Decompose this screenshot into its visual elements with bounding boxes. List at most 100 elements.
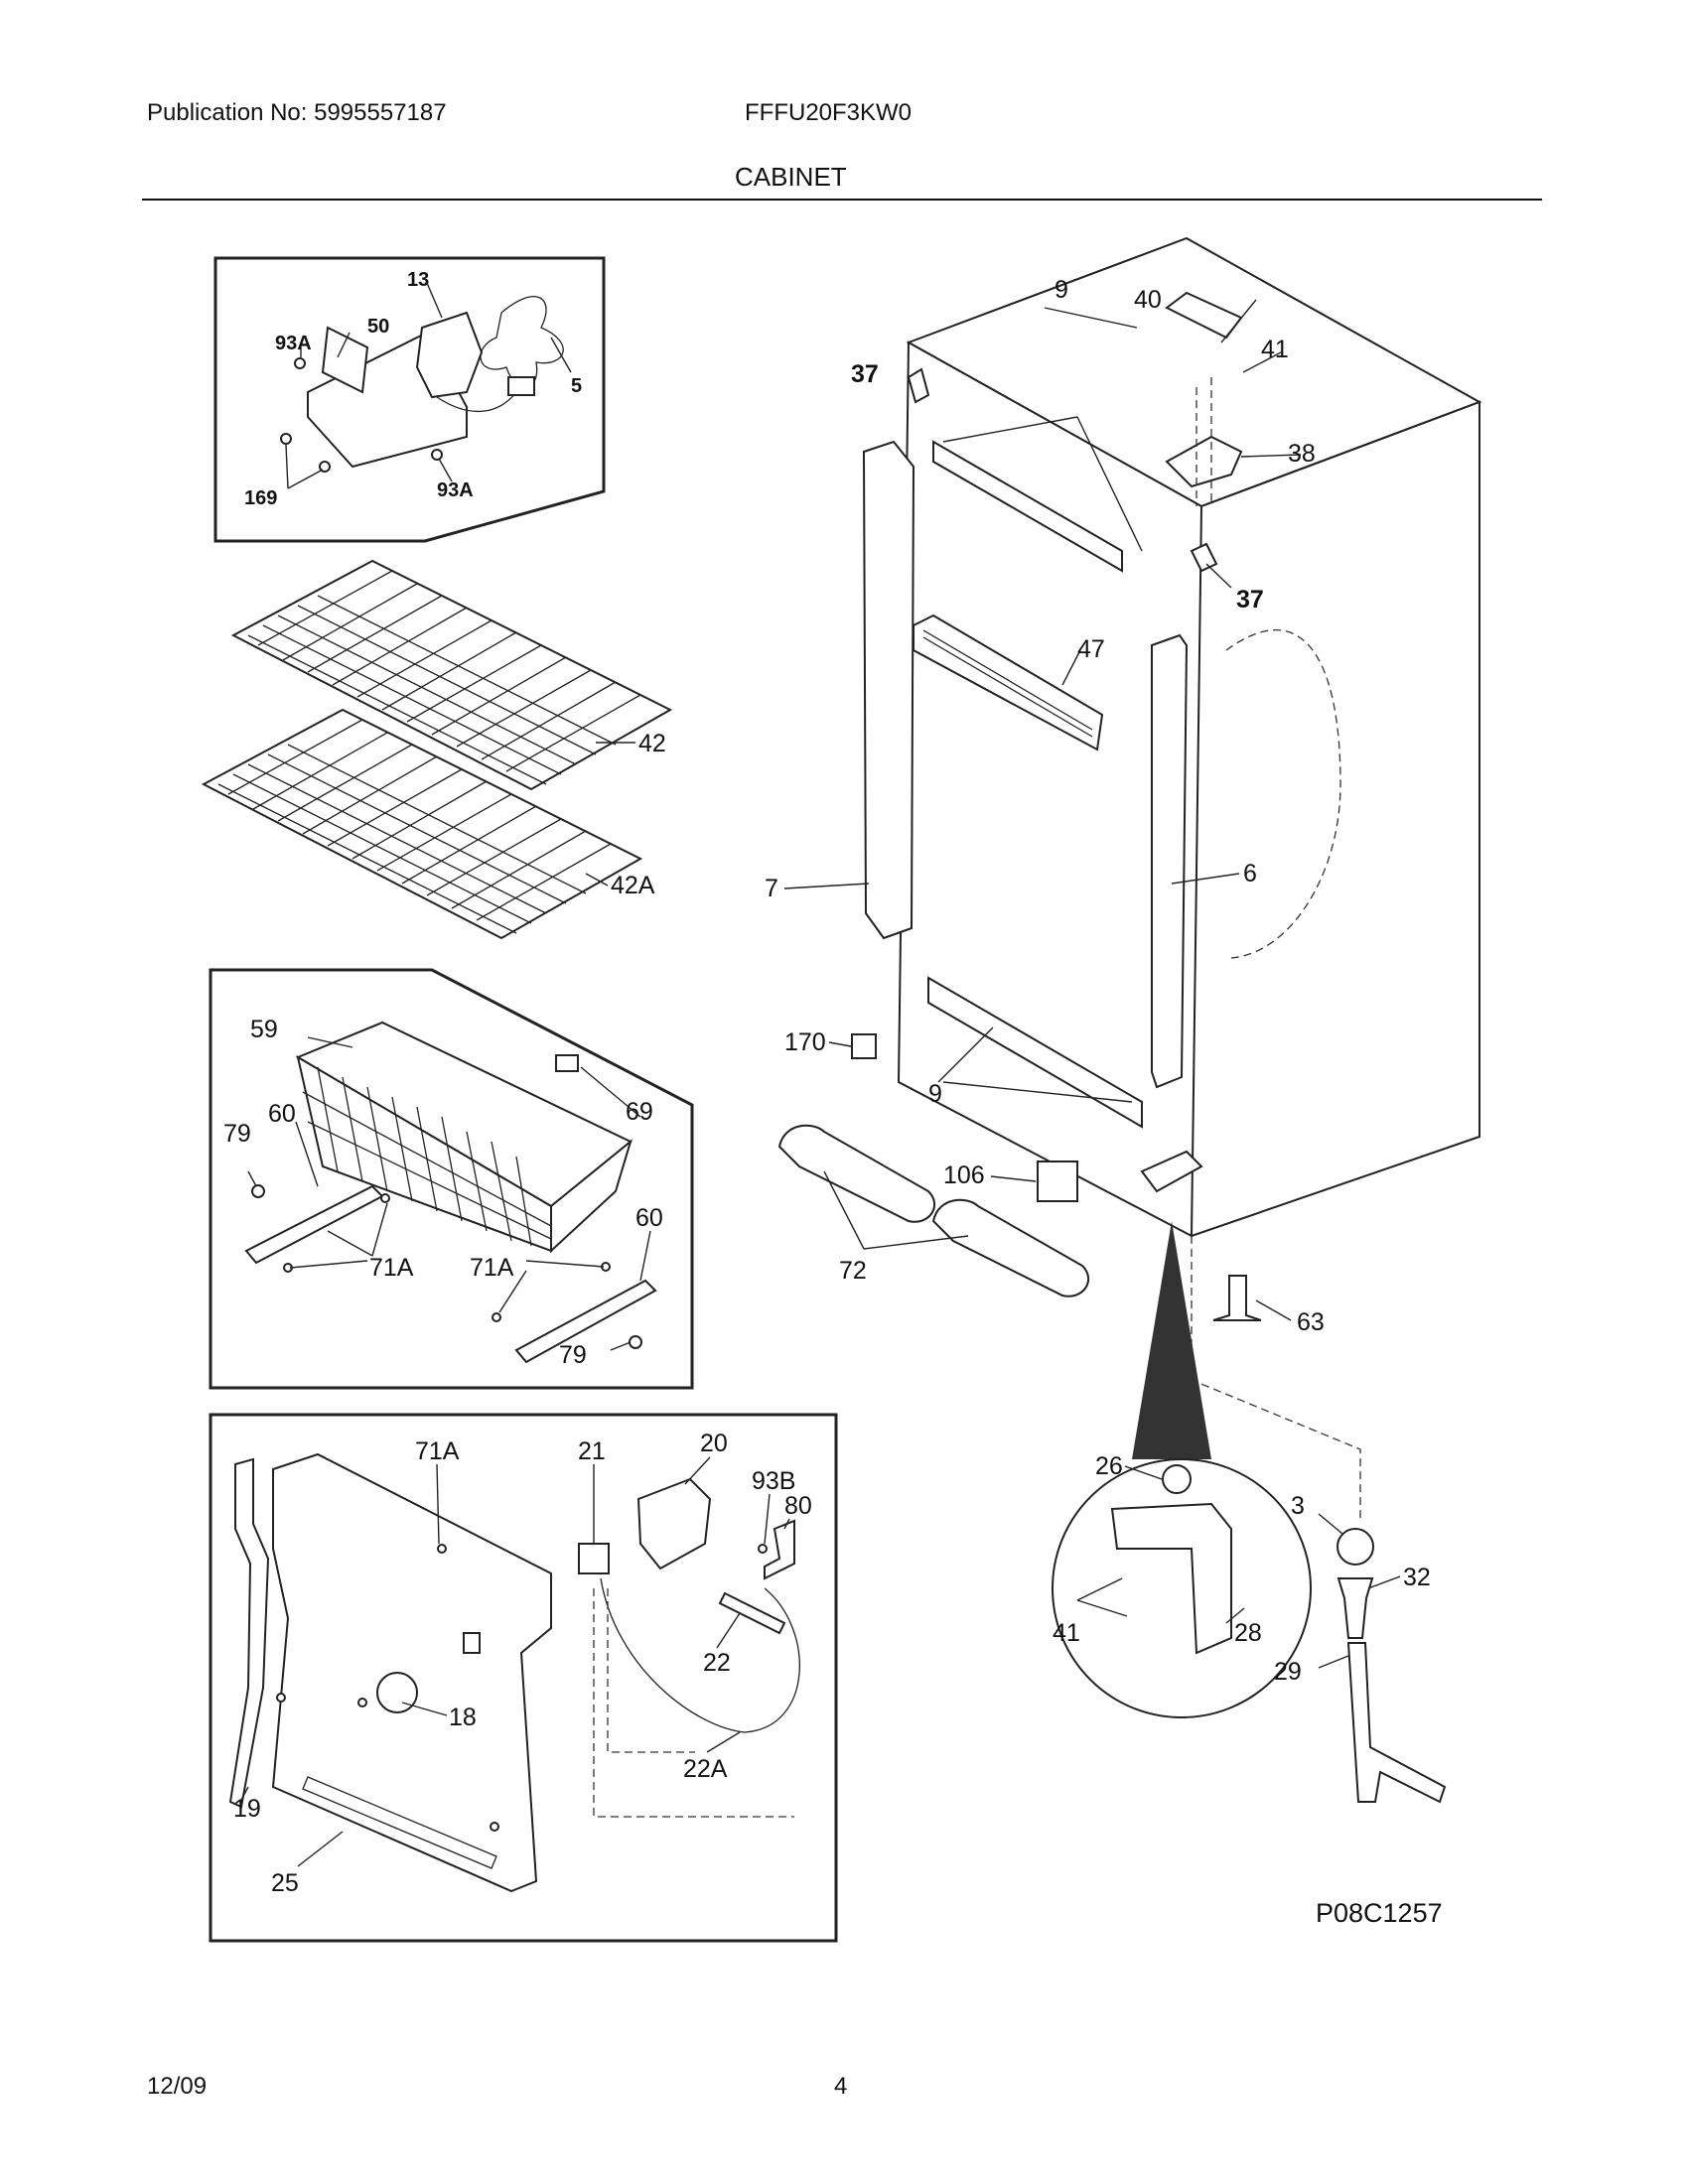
switch-170 <box>851 1033 877 1059</box>
basket-slide-right <box>514 1279 657 1364</box>
callout-50: 50 <box>367 316 389 338</box>
callout-40: 40 <box>1134 286 1162 314</box>
callout-69: 69 <box>626 1098 653 1126</box>
cabinet-side <box>1191 400 1480 1238</box>
screw-icon <box>357 1698 367 1707</box>
callout-42a: 42A <box>611 872 655 899</box>
callout-72: 72 <box>839 1257 867 1285</box>
fan-blade-icon <box>480 296 564 388</box>
bracket-80 <box>764 1519 795 1580</box>
screw-icon <box>251 1184 265 1198</box>
callout-21: 21 <box>578 1437 606 1465</box>
callout-38: 38 <box>1288 440 1316 468</box>
callout-79: 79 <box>559 1341 587 1369</box>
shroud-plate <box>321 326 369 394</box>
callout-79: 79 <box>223 1120 251 1148</box>
motor-wires <box>436 391 517 413</box>
capillary-tube <box>600 1577 800 1733</box>
leveling-leg-63 <box>1212 1275 1262 1321</box>
section-title: CABINET <box>735 162 847 192</box>
callout-29: 29 <box>1274 1658 1302 1686</box>
page-number: 4 <box>834 2073 848 2100</box>
callout-47: 47 <box>1077 635 1105 663</box>
callout-71a: 71A <box>369 1254 414 1282</box>
evaporator-cover <box>271 1452 552 1893</box>
bottom-hinge <box>1140 1150 1203 1193</box>
evaporator-cover-inset: 71A 21 20 93B 80 22 18 22A 19 25 <box>209 1413 838 1943</box>
breaker-top <box>932 440 1123 573</box>
screw-icon <box>431 449 443 461</box>
callout-9: 9 <box>928 1080 942 1108</box>
bottom-hinge-bracket-28 <box>1110 1502 1232 1655</box>
shelf-lower <box>201 708 643 940</box>
callout-169: 169 <box>244 487 277 509</box>
cover-gasket-strip <box>228 1457 270 1809</box>
thermostat <box>578 1543 610 1574</box>
shelf-upper <box>230 559 673 791</box>
callout-37: 37 <box>851 360 879 388</box>
label-106 <box>1037 1160 1078 1202</box>
door-gasket-right <box>1151 633 1189 1089</box>
callout-9: 9 <box>1055 276 1068 304</box>
callout-37: 37 <box>1236 586 1264 614</box>
callout-13: 13 <box>407 269 429 291</box>
cover-drain-slot <box>302 1776 497 1869</box>
toe-grille-72-upper <box>777 1124 935 1223</box>
basket-stop <box>555 1054 579 1072</box>
callout-80: 80 <box>784 1492 812 1520</box>
callout-18: 18 <box>449 1704 477 1731</box>
header-rule <box>142 199 1542 201</box>
screw-icon <box>437 1544 447 1554</box>
callout-71a: 71A <box>415 1437 460 1465</box>
wire-connector <box>507 376 535 396</box>
publication-number: Publication No: 5995557187 <box>147 99 447 126</box>
screw-icon <box>758 1544 768 1554</box>
screw-icon <box>492 1312 501 1322</box>
callout-93a: 93A <box>437 479 474 501</box>
screw-icon <box>294 357 306 369</box>
hinge-detail-circle <box>1052 1458 1312 1718</box>
callout-20: 20 <box>700 1430 728 1457</box>
basket-inset: 59 69 79 60 71A 60 71A 79 <box>209 968 694 1390</box>
callout-41: 41 <box>1261 336 1289 363</box>
screw-icon <box>276 1693 286 1703</box>
wire-shelves: 42 42A <box>201 559 673 940</box>
liner-22 <box>718 1591 786 1635</box>
breaker-bottom <box>927 976 1143 1129</box>
callout-42: 42 <box>638 730 666 757</box>
leg-32 <box>1336 1577 1374 1639</box>
callout-71a: 71A <box>470 1254 514 1282</box>
fan-inset: 13 93A 50 5 169 93A <box>213 256 606 543</box>
callout-7: 7 <box>765 875 778 902</box>
cabinet-assembly: 37 9 40 41 38 37 47 7 6 170 9 106 72 63 … <box>765 236 1482 1804</box>
callout-22: 22 <box>703 1649 731 1677</box>
light-socket <box>376 1672 418 1713</box>
callout-28: 28 <box>1234 1619 1262 1647</box>
callout-60: 60 <box>635 1204 663 1232</box>
callout-106: 106 <box>943 1161 985 1189</box>
callout-25: 25 <box>271 1869 299 1897</box>
screw-icon <box>380 1193 390 1203</box>
publication-date: 12/09 <box>147 2073 208 2100</box>
fan-motor <box>415 311 484 399</box>
callout-41: 41 <box>1053 1619 1080 1647</box>
callout-3: 3 <box>1291 1492 1305 1520</box>
diagram-code: P08C1257 <box>1316 1898 1443 1928</box>
callout-60: 60 <box>268 1100 296 1128</box>
callout-93a: 93A <box>275 333 312 354</box>
hinge-pin-cover-37-right <box>1190 542 1218 573</box>
callout-59: 59 <box>250 1016 278 1043</box>
screw-icon <box>629 1335 642 1349</box>
vent-grille-47 <box>913 614 1104 751</box>
light-switch-opening <box>463 1632 481 1654</box>
screw-icon <box>280 433 292 445</box>
screw-icon <box>490 1822 499 1832</box>
callout-19: 19 <box>233 1795 261 1823</box>
hinge-wrench-29 <box>1346 1642 1447 1804</box>
callout-32: 32 <box>1403 1564 1431 1591</box>
callout-26: 26 <box>1095 1452 1123 1480</box>
hinge-pin-cover-37-top <box>907 367 930 404</box>
door-gasket-left <box>862 440 915 940</box>
callout-170: 170 <box>784 1028 826 1056</box>
